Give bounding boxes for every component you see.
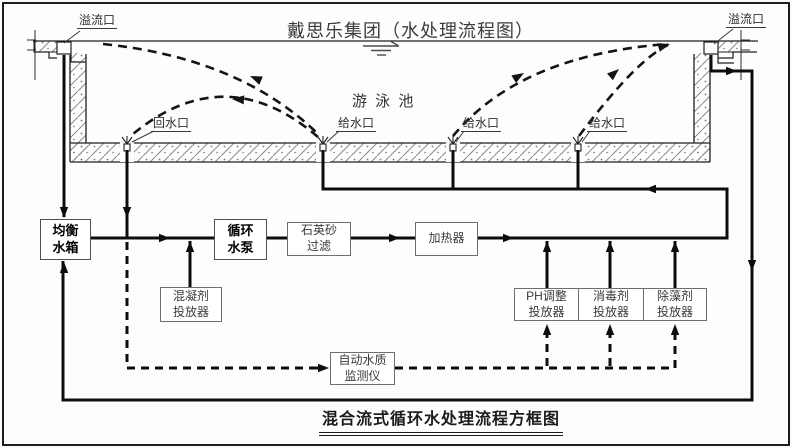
pool-structure [27, 28, 758, 163]
supply-port-label-3: 给水口 [587, 116, 628, 133]
disinfectant-doser-box: 消毒剂 投放器 [578, 288, 644, 321]
overflow-right-label: 溢流口 [726, 12, 767, 29]
water-level-icon [363, 40, 399, 56]
pool-flow-curves [102, 42, 669, 138]
pipe-arrowheads [59, 66, 757, 373]
datum-symbol-left [27, 30, 36, 80]
coagulant-doser-box: 混凝剂 投放器 [160, 287, 222, 322]
pool-flow-arrowheads [232, 43, 670, 105]
balance-tank-box: 均衡 水箱 [40, 219, 91, 260]
label-leader-lines [63, 28, 734, 143]
overflow-left-label: 溢流口 [77, 13, 118, 30]
circulation-pump-box: 循环 水泵 [214, 219, 267, 260]
sand-filter-box: 石英砂 过滤 [287, 222, 351, 256]
algaecide-doser-box: 除藻剂 投放器 [643, 288, 707, 321]
supply-port-label-1: 给水口 [336, 116, 377, 133]
heater-box: 加热器 [415, 222, 478, 256]
pool-label: 游 泳 池 [352, 93, 416, 110]
supply-port-label-2: 给水口 [461, 116, 502, 133]
diagram-caption: 混合流式循环水处理流程方框图 [319, 405, 564, 436]
water-monitor-box: 自动水质 监测仪 [330, 352, 395, 385]
diagram-title: 戴思乐集团（水处理流程图） [287, 21, 534, 41]
ph-doser-box: PH调整 投放器 [514, 288, 579, 321]
return-port-label: 回水口 [151, 116, 192, 133]
